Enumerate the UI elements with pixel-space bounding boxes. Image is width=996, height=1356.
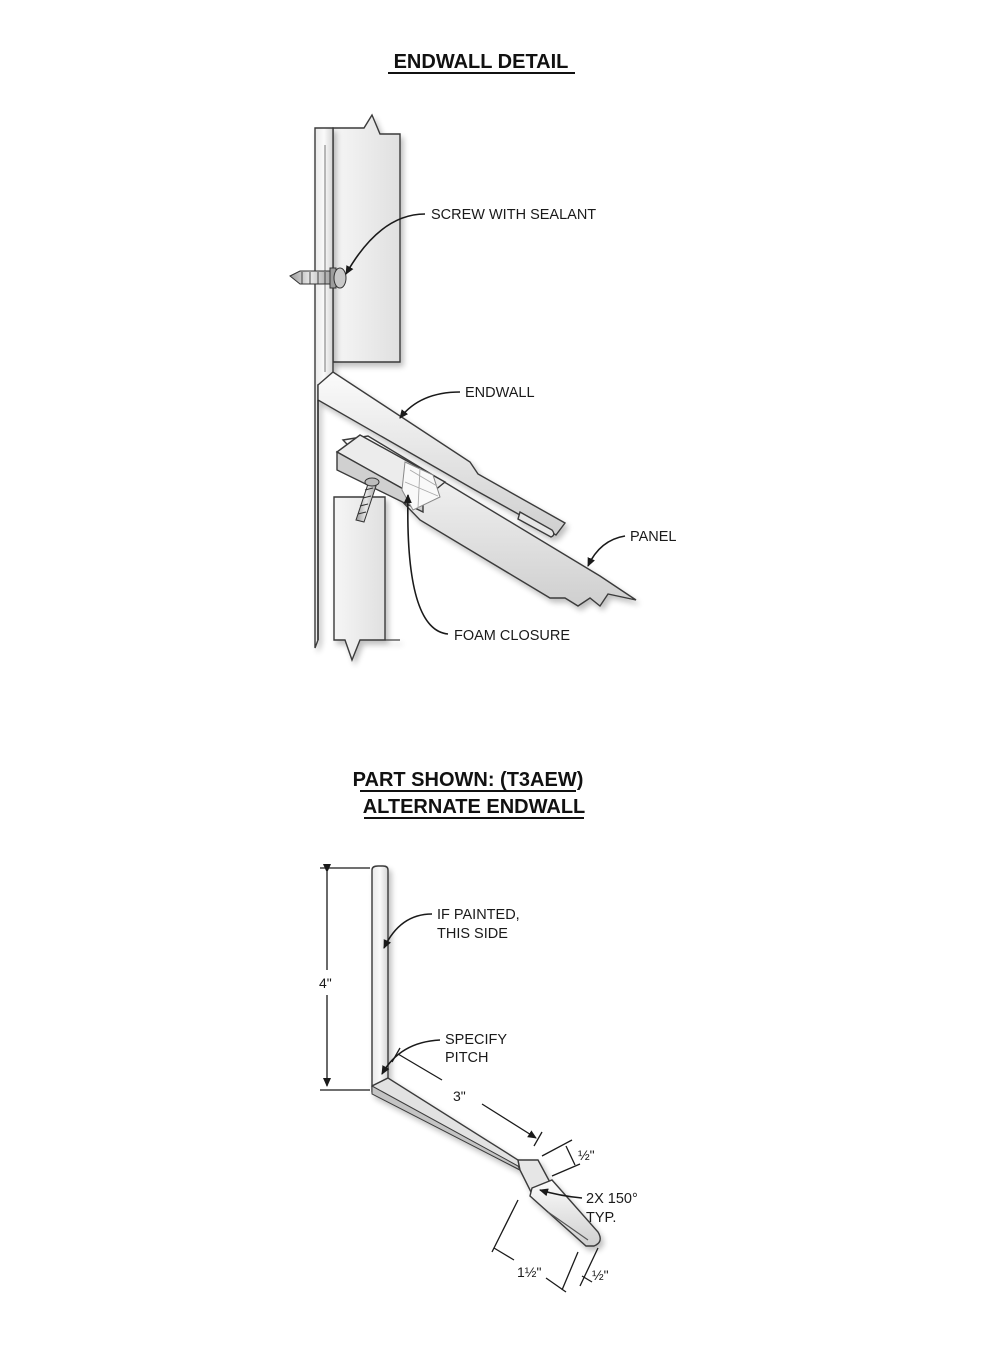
screw-lower bbox=[355, 477, 380, 523]
endwall-label: ENDWALL bbox=[465, 385, 535, 401]
pitch-leader bbox=[381, 1039, 441, 1075]
angle-label-line2: TYP. bbox=[586, 1210, 616, 1226]
screw-label: SCREW WITH SEALANT bbox=[431, 207, 596, 223]
dimension-hem-text: ½" bbox=[592, 1267, 609, 1283]
endwall-profile bbox=[371, 865, 601, 1247]
dimension-tail-text: 1½" bbox=[517, 1264, 541, 1280]
painted-leader bbox=[383, 913, 433, 949]
endwall-detail: ENDWALL DETAIL bbox=[289, 51, 676, 662]
angle-leader bbox=[539, 1188, 583, 1199]
part-title-line1: PART SHOWN: (T3AEW) bbox=[353, 769, 584, 791]
pitch-label-line1: SPECIFY bbox=[445, 1032, 507, 1048]
dimension-step: ½" bbox=[541, 1139, 595, 1177]
screw-with-sealant bbox=[289, 267, 347, 289]
dimension-leg-text: 3" bbox=[453, 1088, 466, 1104]
painted-label-line1: IF PAINTED, bbox=[437, 907, 520, 923]
dimension-height: 4" bbox=[319, 864, 370, 1091]
dimension-height-text: 4" bbox=[319, 975, 332, 991]
endwall-detail-title: ENDWALL DETAIL bbox=[394, 51, 569, 73]
wall-panel-upper bbox=[332, 113, 401, 363]
wall-panel-lower bbox=[333, 496, 400, 662]
dimension-hem: ½" bbox=[579, 1247, 609, 1287]
angle-label-line1: 2X 150° bbox=[586, 1191, 638, 1207]
dimension-step-text: ½" bbox=[578, 1147, 595, 1163]
screw-leader bbox=[345, 213, 426, 275]
dimension-leg: 3" bbox=[391, 1047, 543, 1147]
pitch-label-line2: PITCH bbox=[445, 1050, 489, 1066]
endwall-flashing bbox=[314, 127, 567, 649]
foam-label: FOAM CLOSURE bbox=[454, 628, 570, 644]
panel-label: PANEL bbox=[630, 529, 676, 545]
panel-leader bbox=[587, 535, 626, 567]
foam-leader bbox=[403, 494, 449, 635]
alternate-endwall-detail: PART SHOWN: (T3AEW) ALTERNATE ENDWALL 4" bbox=[319, 769, 638, 1293]
dimension-tail: 1½" bbox=[491, 1199, 579, 1293]
part-title-line2: ALTERNATE ENDWALL bbox=[363, 796, 586, 818]
painted-label-line2: THIS SIDE bbox=[437, 926, 508, 942]
endwall-leader bbox=[399, 391, 461, 419]
foam-closure bbox=[335, 434, 447, 514]
